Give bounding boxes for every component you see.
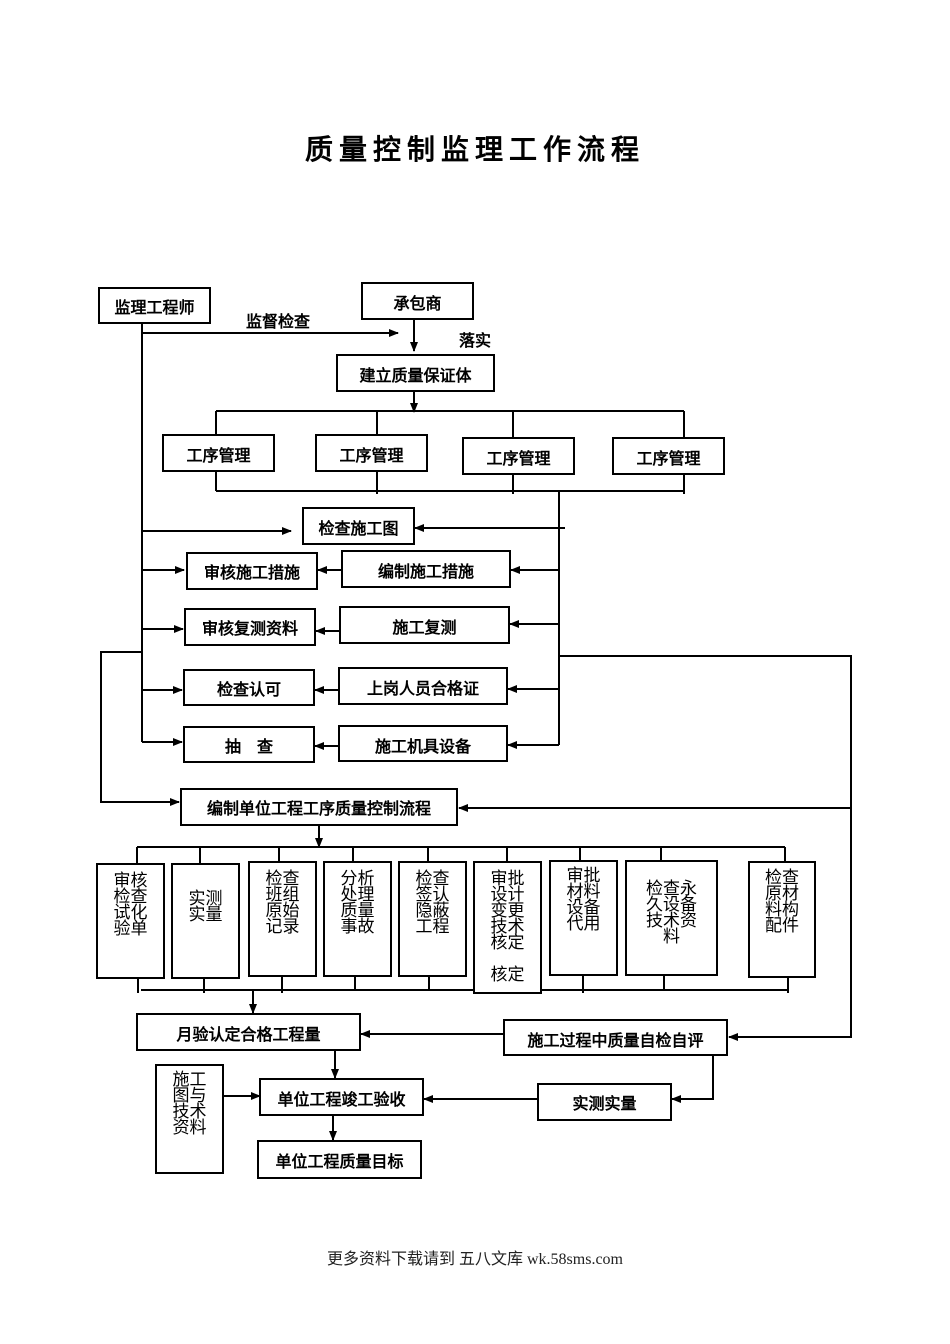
node-equipment: 施工机具设备 <box>338 725 508 762</box>
node-resurvey: 施工复测 <box>339 606 510 644</box>
node-self-check: 施工过程中质量自检自评 <box>503 1019 728 1056</box>
node-tech-docs: 施工 图与 技术 资料 <box>155 1064 224 1174</box>
node-completion-accept: 单位工程竣工验收 <box>259 1078 424 1116</box>
node-process-mgmt-3: 工序管理 <box>462 437 575 475</box>
detail-item-4: 分析 处理 质量 事故 <box>323 861 392 977</box>
detail-item-6: 审批 设计 变更 技术 核定 核定 <box>473 861 542 994</box>
detail-item-2: 实测 实量 <box>171 863 240 979</box>
node-process-mgmt-1: 工序管理 <box>162 434 275 472</box>
node-spot-check: 抽 查 <box>183 726 315 763</box>
edge-label-implement: 落实 <box>459 333 492 350</box>
node-check-approve: 检查认可 <box>183 669 315 706</box>
node-review-measures: 审核施工措施 <box>186 552 318 590</box>
detail-item-9: 检查 原材 料构 配件 <box>748 861 816 978</box>
detail-item-5: 检查 签认 隐蔽 工程 <box>398 861 467 977</box>
node-process-mgmt-4: 工序管理 <box>612 437 725 475</box>
detail-item-3: 检查 班组 原始 记录 <box>248 861 317 977</box>
detail-item-8: 检查永 久设备 技术资 料 <box>625 860 718 976</box>
right-loop <box>559 655 852 1041</box>
node-process-mgmt-2: 工序管理 <box>315 434 428 472</box>
left-loop <box>100 651 180 806</box>
node-review-resurvey: 审核复测资料 <box>184 608 316 646</box>
node-quality-target: 单位工程质量目标 <box>257 1140 422 1179</box>
detail-item-1: 审核 检查 试化 验单 <box>96 863 165 979</box>
footer-text: 更多资料下载请到 五八文库 wk.58sms.com <box>326 1251 623 1268</box>
node-qa-system: 建立质量保证体 <box>336 354 495 392</box>
node-supervisor: 监理工程师 <box>98 287 211 324</box>
node-unit-flow: 编制单位工程工序质量控制流程 <box>180 788 458 826</box>
edge-label-supervise: 监督检查 <box>246 314 311 331</box>
node-staff-certs: 上岗人员合格证 <box>338 667 508 705</box>
node-prepare-measures: 编制施工措施 <box>341 550 511 588</box>
node-check-drawings: 检查施工图 <box>302 507 415 545</box>
detail-item-7: 审批 材料 设备 代用 <box>549 860 618 976</box>
node-monthly-accept: 月验认定合格工程量 <box>136 1013 361 1051</box>
node-contractor: 承包商 <box>361 282 474 320</box>
page-title: 质量控制监理工作流程 <box>304 134 645 165</box>
node-measure-bottom: 实测实量 <box>537 1083 672 1121</box>
